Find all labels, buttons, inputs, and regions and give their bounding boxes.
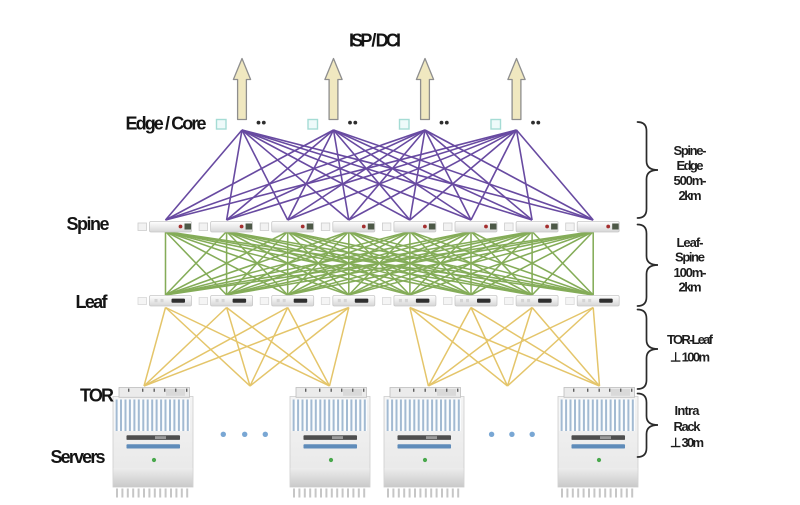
svg-text:Edge / Core: Edge / Core (126, 114, 207, 134)
svg-text:TOR: TOR (80, 385, 114, 405)
svg-text:Spine: Spine (67, 214, 110, 234)
svg-text:⊥ 30m: ⊥ 30m (670, 435, 704, 450)
svg-text:TOR-Leaf: TOR-Leaf (667, 332, 714, 347)
svg-text:Spine-: Spine- (674, 143, 707, 158)
svg-text:2km: 2km (679, 188, 702, 203)
svg-text:Intra: Intra (675, 403, 701, 418)
svg-text:Leaf-: Leaf- (677, 235, 704, 250)
svg-text:Edge: Edge (677, 158, 704, 173)
svg-text:Rack: Rack (674, 419, 702, 434)
svg-text:2km: 2km (679, 279, 702, 294)
svg-text:Servers: Servers (51, 447, 106, 467)
svg-text:⊥ 100m: ⊥ 100m (670, 349, 710, 364)
svg-text:ISP / DCI: ISP / DCI (349, 31, 401, 51)
svg-text:Spine: Spine (675, 249, 705, 264)
svg-text:100m-: 100m- (674, 265, 707, 280)
svg-text:Leaf: Leaf (76, 292, 109, 312)
svg-text:500m-: 500m- (674, 173, 707, 188)
